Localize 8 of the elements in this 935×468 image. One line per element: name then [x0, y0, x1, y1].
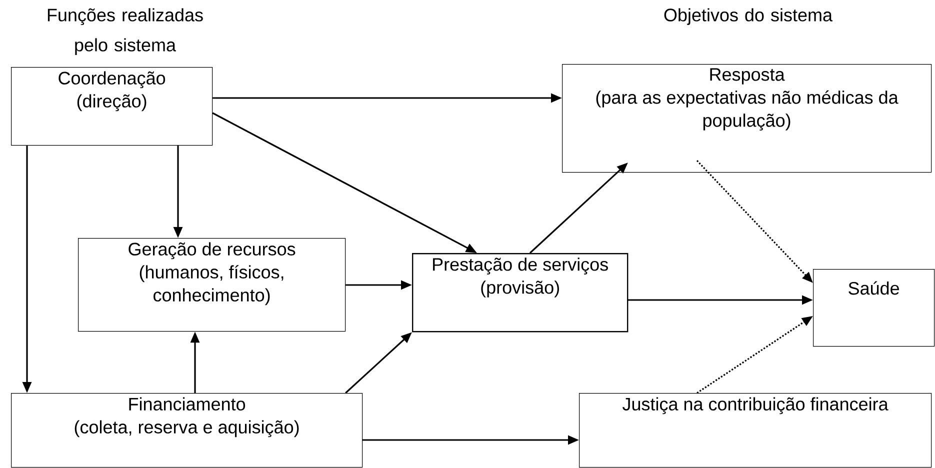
process-box: Justiça na contribuição financeira — [579, 393, 932, 468]
process-box: Saúde — [813, 269, 935, 347]
process-box: Resposta (para as expectativas não médicas da população) — [562, 64, 932, 173]
process-box: Coordenação (direção) — [11, 67, 213, 146]
process-box: Prestação de serviços (provisão) — [412, 253, 628, 332]
process-box: Financiamento (coleta, reserva e aquisição) — [11, 393, 363, 468]
column-heading: Objetivos do sistema — [664, 8, 832, 25]
process-box: Geração de recursos (humanos, físicos, conhecimento) — [78, 238, 346, 332]
